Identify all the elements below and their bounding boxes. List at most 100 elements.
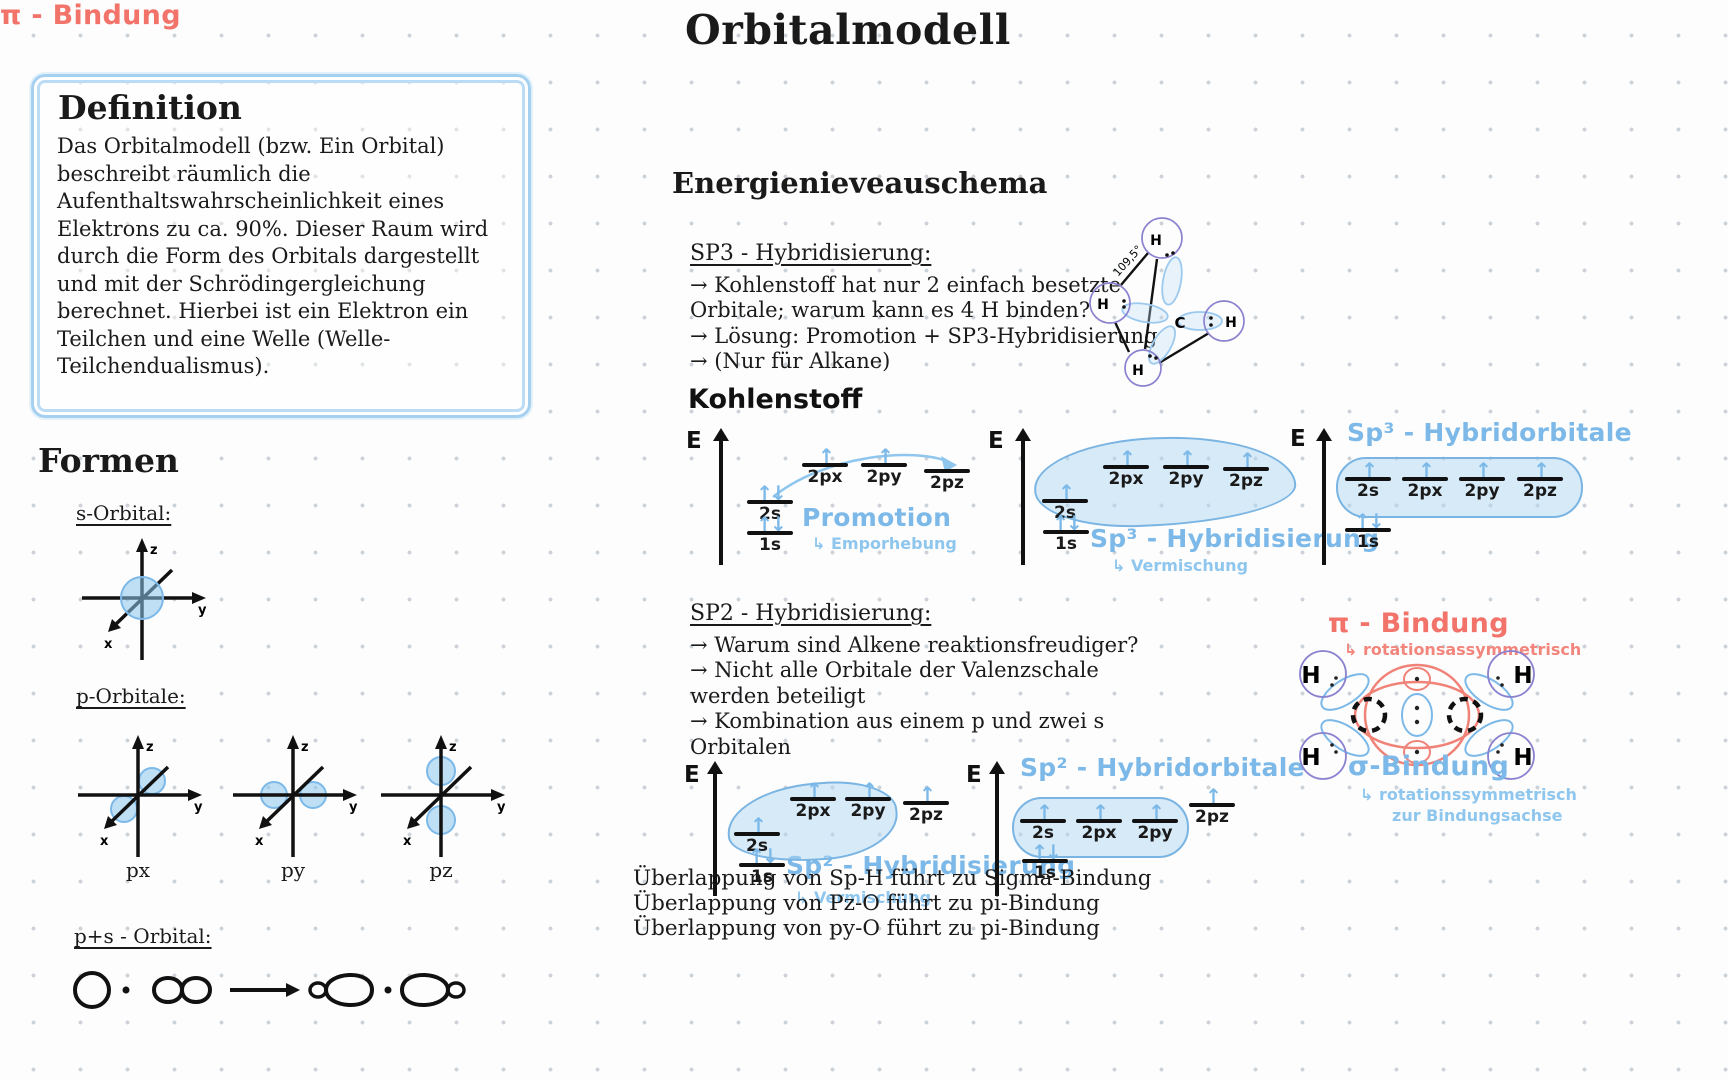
- electron-dot: [1500, 743, 1504, 747]
- sp3-hybridisierung-caption: Sp³ - Hybridisierung: [1090, 524, 1380, 553]
- bond-line: [1158, 331, 1210, 365]
- p-orbitale-label: p-Orbitale:: [76, 684, 186, 708]
- pi-bond-lobe-outline: [1353, 680, 1481, 750]
- sp2-heading: SP2 - Hybridisierung:: [690, 601, 932, 626]
- y-axis-arrow-icon: [343, 789, 357, 801]
- sp3-hybridisierung-subcaption: ↳ Vermischung: [1112, 556, 1249, 575]
- orbital-label: 2s: [759, 504, 781, 524]
- sigma-bindung-subcaption: zur Bindungsachse: [1392, 806, 1563, 825]
- sp3-line: → Kohlenstoff hat nur 2 einfach besetzte: [690, 272, 1122, 297]
- electron-dot: [1414, 676, 1420, 682]
- electron-arrows-icon: ↑: [1119, 446, 1136, 470]
- energy-level-bar: [903, 801, 949, 805]
- bond-line: [1120, 252, 1149, 286]
- pi-bindung-label: π - Bindung: [0, 0, 181, 31]
- electron-arrows-icon: ↑↓: [748, 844, 778, 868]
- x-axis-arrow-icon: [108, 619, 121, 632]
- h-atom-circle: [1124, 349, 1162, 387]
- sp2-lobe: [1320, 719, 1370, 757]
- energy-level: ↑↓ 1s: [1043, 511, 1089, 554]
- electron-dot: [1500, 683, 1504, 687]
- h-atom-label: H: [1132, 363, 1144, 379]
- promotion-caption: Promotion: [802, 503, 952, 532]
- pi-electron-lobe: [1403, 667, 1431, 691]
- x-axis-arrow-icon: [259, 816, 272, 829]
- energy-level-bar: [1223, 467, 1269, 471]
- energy-level: ↑↓ 1s: [1345, 511, 1391, 552]
- s-orbital-lobe: [120, 576, 164, 620]
- ueberlappung-line: Überlappung von Pz-O führt zu pi-Bindung: [633, 891, 1100, 916]
- orbital-label: 2pz: [1229, 471, 1263, 491]
- energy-level-bar: [1076, 819, 1122, 823]
- energy-level-bar: [1402, 477, 1448, 481]
- electron-arrows-icon: ↑↓: [1052, 511, 1082, 535]
- axis-label-x: x: [255, 834, 264, 849]
- axis-label-z: z: [146, 740, 154, 755]
- energy-axis: [1015, 428, 1031, 565]
- energy-level-bar: [1345, 528, 1391, 532]
- energy-level-bar: [924, 469, 970, 473]
- energy-level-bar: [1022, 859, 1068, 863]
- electron-arrows-icon: ↑: [877, 444, 894, 468]
- c-atom-dashed-circle: [1350, 696, 1388, 734]
- sp2-hybridisierung-subcaption: ↳ Vermischung: [795, 888, 932, 907]
- electron-arrows-icon: ↑: [1179, 446, 1196, 470]
- energy-level-bar: [1345, 477, 1391, 481]
- electron-arrows-icon: ↑: [1205, 784, 1222, 808]
- definition-body: Das Orbitalmodell (bzw. Ein Orbital) bes…: [57, 134, 489, 378]
- energy-level-bar: [1020, 819, 1066, 823]
- energy-level-bar: [790, 797, 836, 801]
- electron-arrows-icon: ↑↓: [1031, 840, 1061, 864]
- orbital-label: 2py: [850, 801, 886, 821]
- s-orbital-shape: [73, 971, 111, 1009]
- pi-bond-lobe-outline: [1363, 663, 1471, 767]
- sp2-line: → Warum sind Alkene reaktionsfreudiger?: [690, 632, 1139, 657]
- kohlenstoff-label: Kohlenstoff: [688, 384, 863, 415]
- sp3-line: Orbitale; warum kann es 4 H binden?: [690, 298, 1091, 322]
- sp3-line: → (Nur für Alkane): [690, 349, 891, 373]
- orbital-label: 2pz: [1195, 807, 1229, 827]
- energy-level: ↑ 2s: [1020, 802, 1066, 843]
- energy-level: ↑↓ 1s: [747, 514, 793, 555]
- arrow-head-icon: [286, 983, 300, 997]
- sp3-lobe: [1161, 256, 1183, 306]
- energy-level: ↑↓ 2s: [747, 483, 793, 524]
- energy-axis-label: E: [1290, 426, 1306, 452]
- electron-dot: [1122, 299, 1126, 303]
- electron-arrows-icon: ↑: [1239, 448, 1256, 472]
- s-orbital-diagram: z y x: [82, 538, 207, 660]
- electron-dot: [1414, 719, 1420, 725]
- energy-level-bar: [1459, 477, 1505, 481]
- x-axis: [263, 765, 325, 825]
- sigma-bond-lobe: [1401, 693, 1433, 737]
- plus-dot-icon: [122, 986, 130, 994]
- electron-arrows-icon: ↑: [1361, 458, 1378, 482]
- energy-level: ↑ 2s: [734, 815, 780, 856]
- sp2-line: werden beteiligt: [690, 683, 866, 708]
- hybrid-big-lobe: [399, 973, 451, 1007]
- energy-level: ↑ 2pz: [903, 784, 949, 825]
- ueberlappung-line: Überlappung von Sp-H führt zu Sigma-Bind…: [633, 866, 1152, 891]
- electron-dot: [1334, 750, 1338, 754]
- energy-axis-label: E: [686, 428, 702, 454]
- energy-level-bar: [1103, 465, 1149, 469]
- sp2-line: → Kombination aus einem p und zwei s: [690, 709, 1105, 733]
- axis-label-y: y: [198, 603, 207, 618]
- electron-dot: [1154, 356, 1158, 360]
- energy-level: ↑ 2s: [1345, 458, 1391, 501]
- axis-label-y: y: [349, 800, 358, 815]
- electron-arrows-icon: ↑: [861, 778, 878, 802]
- electron-dot: [1209, 316, 1213, 320]
- electron-arrows-icon: ↑: [1148, 800, 1165, 824]
- orbital-label: 2s: [1032, 823, 1054, 843]
- sigma-bindung-label: σ-Bindung: [1348, 751, 1510, 782]
- axis-label-y: y: [497, 800, 506, 815]
- orbital-label: 1s: [1055, 534, 1077, 554]
- h-atom-circle: [1487, 650, 1535, 698]
- h-atom-circle: [1299, 732, 1347, 780]
- orbital-label: 2px: [795, 801, 831, 821]
- energy-level-bar: [1517, 477, 1563, 481]
- definition-heading: Definition: [58, 88, 242, 127]
- hybrid-small-lobe: [446, 981, 466, 999]
- orbital-label: 1s: [1357, 532, 1379, 552]
